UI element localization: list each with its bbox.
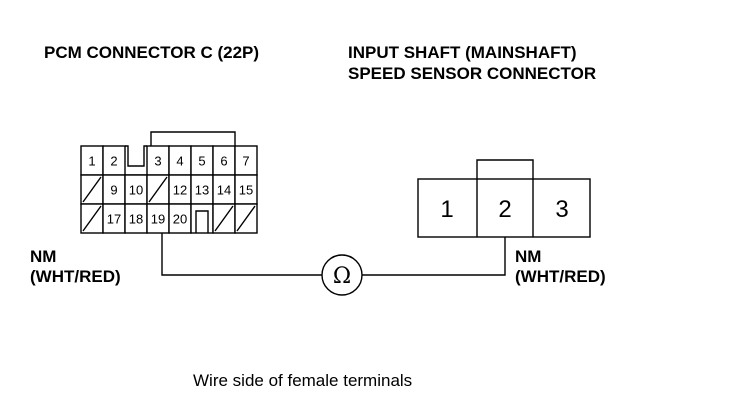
pcm-pin-number: 20 xyxy=(173,212,187,227)
pcm-pin-number: 4 xyxy=(176,154,183,169)
sensor-housing xyxy=(417,178,591,238)
pcm-pin-number: 13 xyxy=(195,183,209,198)
pcm-cell xyxy=(80,203,104,234)
pcm-cell: 6 xyxy=(212,145,236,176)
sensor-pin-3: 3 xyxy=(555,196,568,223)
pcm-pin-number: 3 xyxy=(154,154,161,169)
right-test-lead xyxy=(362,237,506,276)
pcm-cell xyxy=(234,203,258,234)
pcm-pin-number: 18 xyxy=(129,212,143,227)
pcm-cell: 17 xyxy=(102,203,126,234)
pcm-cell: 3 xyxy=(146,145,170,176)
sensor-connector-title-line2: SPEED SENSOR CONNECTOR xyxy=(348,64,596,83)
pcm-pin-number: 9 xyxy=(110,183,117,198)
view-caption: Wire side of female terminals xyxy=(193,371,412,390)
empty-cavity-slash xyxy=(82,176,102,203)
pcm-pin-number: 14 xyxy=(217,183,231,198)
pcm-cell xyxy=(212,203,236,234)
empty-cavity-slash xyxy=(82,205,102,232)
sensor-connector: 1 2 3 xyxy=(417,159,591,238)
pcm-pin-number: 15 xyxy=(239,183,253,198)
pcm-pin-number: 5 xyxy=(198,154,205,169)
pcm-cell: 19 xyxy=(146,203,170,234)
test-circuit: Ω xyxy=(161,233,506,296)
right-wire-color: (WHT/RED) xyxy=(515,267,606,286)
pcm-cell: 20 xyxy=(168,203,192,234)
pcm-pin-number: 19 xyxy=(151,212,165,227)
pcm-cell: 14 xyxy=(212,174,236,205)
left-test-lead xyxy=(161,233,322,276)
pcm-cell xyxy=(125,145,147,176)
left-wire-name: NM xyxy=(30,247,56,266)
pcm-connector-title: PCM CONNECTOR C (22P) xyxy=(44,43,259,62)
pcm-latch xyxy=(150,131,236,146)
pcm-cell: 15 xyxy=(234,174,258,205)
pcm-cell: 5 xyxy=(190,145,214,176)
pcm-key-notch xyxy=(125,145,147,167)
sensor-pin-2: 2 xyxy=(498,196,511,223)
pcm-cell: 10 xyxy=(124,174,148,205)
right-wire-name: NM xyxy=(515,247,541,266)
sensor-pin-1: 1 xyxy=(440,196,453,223)
pcm-pin-number: 2 xyxy=(110,154,117,169)
pcm-cell xyxy=(80,174,104,205)
pcm-pin-number: 17 xyxy=(107,212,121,227)
pcm-key-notch xyxy=(195,210,209,233)
left-wire-color: (WHT/RED) xyxy=(30,267,121,286)
empty-cavity-slash xyxy=(236,205,256,232)
pcm-cell: 18 xyxy=(124,203,148,234)
pcm-pin-number: 7 xyxy=(242,154,249,169)
pcm-cell: 9 xyxy=(102,174,126,205)
sensor-connector-title-line1: INPUT SHAFT (MAINSHAFT) xyxy=(348,43,577,62)
pcm-cell: 13 xyxy=(190,174,214,205)
empty-cavity-slash xyxy=(148,176,168,203)
ohm-symbol-icon: Ω xyxy=(333,264,351,289)
empty-cavity-slash xyxy=(214,205,234,232)
pcm-pin-number: 12 xyxy=(173,183,187,198)
pcm-cell: 1 xyxy=(80,145,104,176)
pcm-pin-number: 1 xyxy=(88,154,95,169)
pcm-cell: 7 xyxy=(234,145,258,176)
pcm-cell: 12 xyxy=(168,174,192,205)
pcm-cell xyxy=(146,174,170,205)
sensor-latch xyxy=(476,159,534,179)
pcm-cell: 2 xyxy=(102,145,126,176)
pcm-pin-number: 10 xyxy=(129,183,143,198)
pcm-pin-number: 6 xyxy=(220,154,227,169)
pcm-cell xyxy=(190,203,214,234)
pcm-cell: 4 xyxy=(168,145,192,176)
